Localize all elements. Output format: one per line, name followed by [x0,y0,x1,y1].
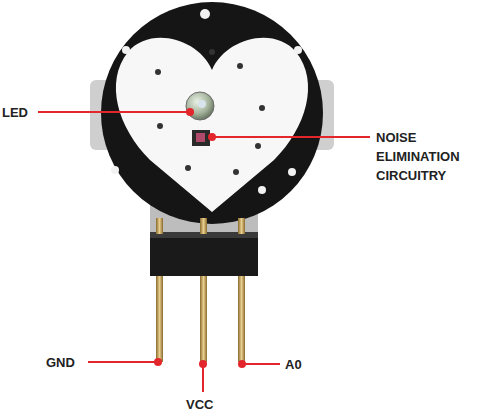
component-label: NOISE ELIMINATION CIRCUITRY [376,128,476,185]
leader-dots [154,108,246,368]
leader-lines [38,112,370,392]
pin-label: GND [46,354,75,371]
pin-label: A0 [285,356,302,373]
pin-label: VCC [186,396,213,413]
component-label: LED [2,104,28,121]
